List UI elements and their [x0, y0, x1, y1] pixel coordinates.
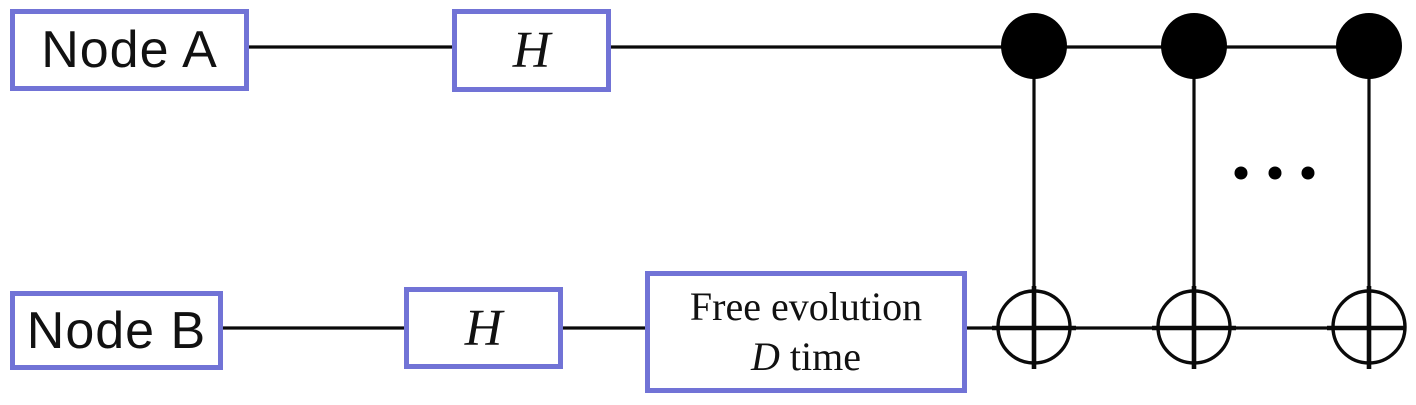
- free-evolution-line1: Free evolution: [689, 284, 923, 329]
- node-b-box: Node B: [10, 291, 223, 370]
- free-evolution-line2-rest: time: [789, 334, 861, 379]
- cnot-target-icon-3: [1327, 286, 1407, 369]
- hadamard-bottom-label: H: [464, 299, 503, 357]
- cnot-control-dot-1: [1001, 13, 1067, 79]
- free-evolution-line2: D time: [751, 332, 861, 382]
- free-evolution-duration-var: D: [751, 334, 780, 379]
- hadamard-top-label: H: [512, 22, 551, 79]
- node-b-label: Node B: [26, 301, 207, 360]
- ellipsis-icon: [1234, 166, 1315, 180]
- cnot-control-dot-3: [1336, 13, 1402, 79]
- node-a-box: Node A: [10, 9, 249, 91]
- hadamard-gate-bottom: H: [404, 287, 563, 369]
- cnot-target-icon-1: [992, 286, 1076, 369]
- cnot-control-dot-2: [1161, 13, 1227, 79]
- node-a-label: Node A: [41, 21, 218, 79]
- hadamard-gate-top: H: [452, 9, 611, 92]
- cnot-target-icon-2: [1152, 286, 1236, 369]
- free-evolution-box: Free evolution D time: [645, 271, 967, 393]
